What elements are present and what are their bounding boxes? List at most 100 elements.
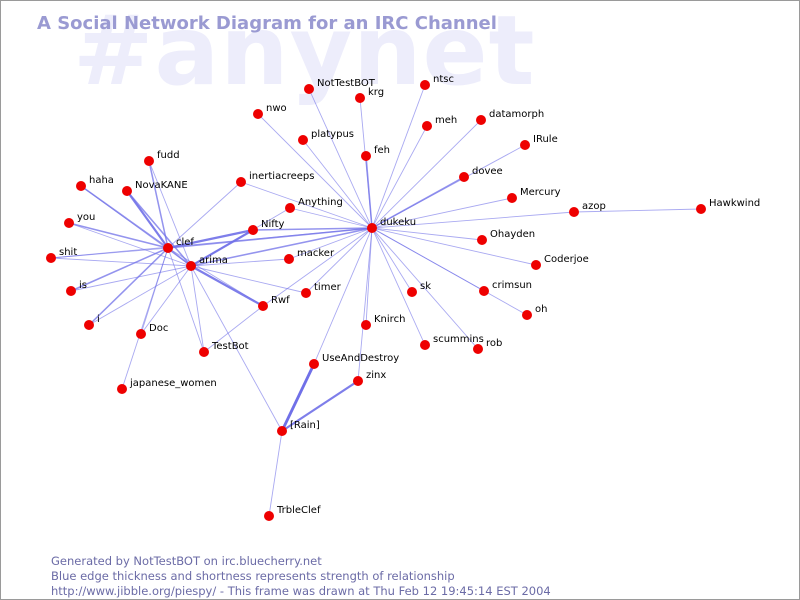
node-Doc: Doc bbox=[136, 323, 168, 339]
node-dot bbox=[520, 140, 530, 150]
node-label: nwo bbox=[266, 103, 287, 114]
edge-dukeku-ntsc bbox=[371, 84, 426, 229]
edge-arima-Anything bbox=[190, 207, 291, 267]
node-dot bbox=[76, 181, 86, 191]
node-Coderjoe: Coderjoe bbox=[531, 254, 589, 270]
edge-clef-shit bbox=[50, 247, 169, 259]
node-meh: meh bbox=[422, 115, 457, 131]
node-dot bbox=[696, 204, 706, 214]
edge-arima-NovaKANE bbox=[126, 190, 192, 267]
node-dot bbox=[304, 84, 314, 94]
node-inertiacreeps: inertiacreeps bbox=[236, 171, 314, 187]
node-arima: arima bbox=[186, 255, 228, 271]
node-Ohayden: Ohayden bbox=[477, 229, 535, 245]
node-dot bbox=[144, 156, 154, 166]
node-dot bbox=[476, 115, 486, 125]
node-dot bbox=[284, 254, 294, 264]
node-label: ntsc bbox=[433, 74, 454, 85]
node-label: TrbleClef bbox=[276, 505, 321, 516]
node-dot bbox=[301, 288, 311, 298]
edge-dukeku-Coderjoe bbox=[371, 227, 537, 266]
node-dot bbox=[285, 203, 295, 213]
node-label: inertiacreeps bbox=[249, 171, 314, 182]
node-label: Knirch bbox=[374, 314, 405, 325]
footer-generated-by: Generated by NotTestBOT on irc.bluecherr… bbox=[51, 554, 322, 568]
node-dot bbox=[355, 93, 365, 103]
node-dot bbox=[361, 151, 371, 161]
edge-dukeku-zinx bbox=[357, 227, 373, 382]
node-label: clef bbox=[176, 237, 194, 248]
node-japanese_women: japanese_women bbox=[117, 378, 217, 394]
edge-dukeku-nwo bbox=[257, 113, 373, 229]
node-dot bbox=[407, 287, 417, 297]
node-dot bbox=[569, 207, 579, 217]
edge-clef-you bbox=[68, 222, 169, 249]
edge-dukeku-mackrer bbox=[288, 227, 373, 260]
edge-clef-inertiacreeps bbox=[167, 181, 242, 249]
edge-dukeku-dovee bbox=[371, 176, 465, 229]
footer-url-timestamp: http://www.jibble.org/piespy/ - This fra… bbox=[51, 584, 551, 598]
edge-dukeku-Ohayden bbox=[371, 227, 483, 241]
node-sk: sk bbox=[407, 281, 431, 297]
edge-TestBot-Rwf bbox=[203, 305, 264, 353]
node-mackrer: macker bbox=[284, 248, 335, 264]
edge-clef-fudd bbox=[148, 160, 169, 249]
node-dot bbox=[522, 310, 532, 320]
node-label: oh bbox=[535, 304, 547, 315]
edge-Rain-TrbleClef bbox=[268, 430, 283, 517]
node-dot bbox=[353, 376, 363, 386]
edge-dukeku-Rwf bbox=[262, 227, 373, 307]
node-dot bbox=[420, 80, 430, 90]
node-dot bbox=[422, 121, 432, 131]
node-dot bbox=[298, 135, 308, 145]
edge-clef-i bbox=[88, 247, 169, 326]
node-label: feh bbox=[374, 145, 390, 156]
node-dot bbox=[258, 301, 268, 311]
node-dot bbox=[309, 359, 319, 369]
node-dot bbox=[122, 186, 132, 196]
edge-arima-is bbox=[70, 265, 192, 292]
node-nwo: nwo bbox=[253, 103, 287, 119]
edge-arima-fudd bbox=[148, 160, 192, 267]
node-you: you bbox=[64, 212, 95, 228]
node-label: i bbox=[97, 314, 100, 325]
node-Rain: [Rain] bbox=[277, 420, 320, 436]
edge-dukeku-scummins bbox=[371, 227, 426, 346]
node-label: Ohayden bbox=[490, 229, 535, 240]
node-datamorph: datamorph bbox=[476, 109, 544, 125]
edge-layer bbox=[50, 84, 702, 517]
edge-clef-is bbox=[70, 247, 169, 292]
edge-arima-you bbox=[68, 222, 192, 267]
edge-dukeku-timer bbox=[305, 227, 373, 294]
node-Hawkwind: Hawkwind bbox=[696, 198, 760, 214]
node-dot bbox=[186, 261, 196, 271]
node-label: NotTestBOT bbox=[317, 78, 376, 89]
node-label: TestBot bbox=[211, 341, 249, 352]
node-timer: timer bbox=[301, 282, 342, 298]
edge-arima-Rain bbox=[190, 265, 283, 432]
edge-dukeku-arima bbox=[190, 227, 373, 267]
edge-dukeku-sk bbox=[371, 227, 413, 293]
node-dot bbox=[163, 243, 173, 253]
edge-Rain-zinx bbox=[281, 380, 359, 432]
edge-dukeku-inertiacreeps bbox=[240, 181, 373, 229]
node-label: Mercury bbox=[520, 187, 561, 198]
edge-clef-NovaKANE bbox=[126, 190, 169, 249]
node-krg: krg bbox=[355, 87, 384, 103]
edge-arima-haha bbox=[80, 185, 192, 267]
node-label: you bbox=[77, 212, 95, 223]
node-ntsc: ntsc bbox=[420, 74, 454, 90]
node-label: Nifty bbox=[261, 219, 285, 230]
edge-dukeku-Anything bbox=[289, 207, 373, 229]
node-NovaKANE: NovaKANE bbox=[122, 180, 188, 196]
node-dot bbox=[117, 384, 127, 394]
node-Nifty: Nifty bbox=[248, 219, 285, 235]
node-label: is bbox=[79, 280, 87, 291]
node-dot bbox=[473, 344, 483, 354]
node-TrbleClef: TrbleClef bbox=[264, 505, 321, 521]
diagram-title: A Social Network Diagram for an IRC Chan… bbox=[37, 13, 497, 34]
footer-legend-note: Blue edge thickness and shortness repres… bbox=[51, 569, 455, 583]
node-dot bbox=[479, 286, 489, 296]
node-shit: shit bbox=[46, 247, 77, 263]
